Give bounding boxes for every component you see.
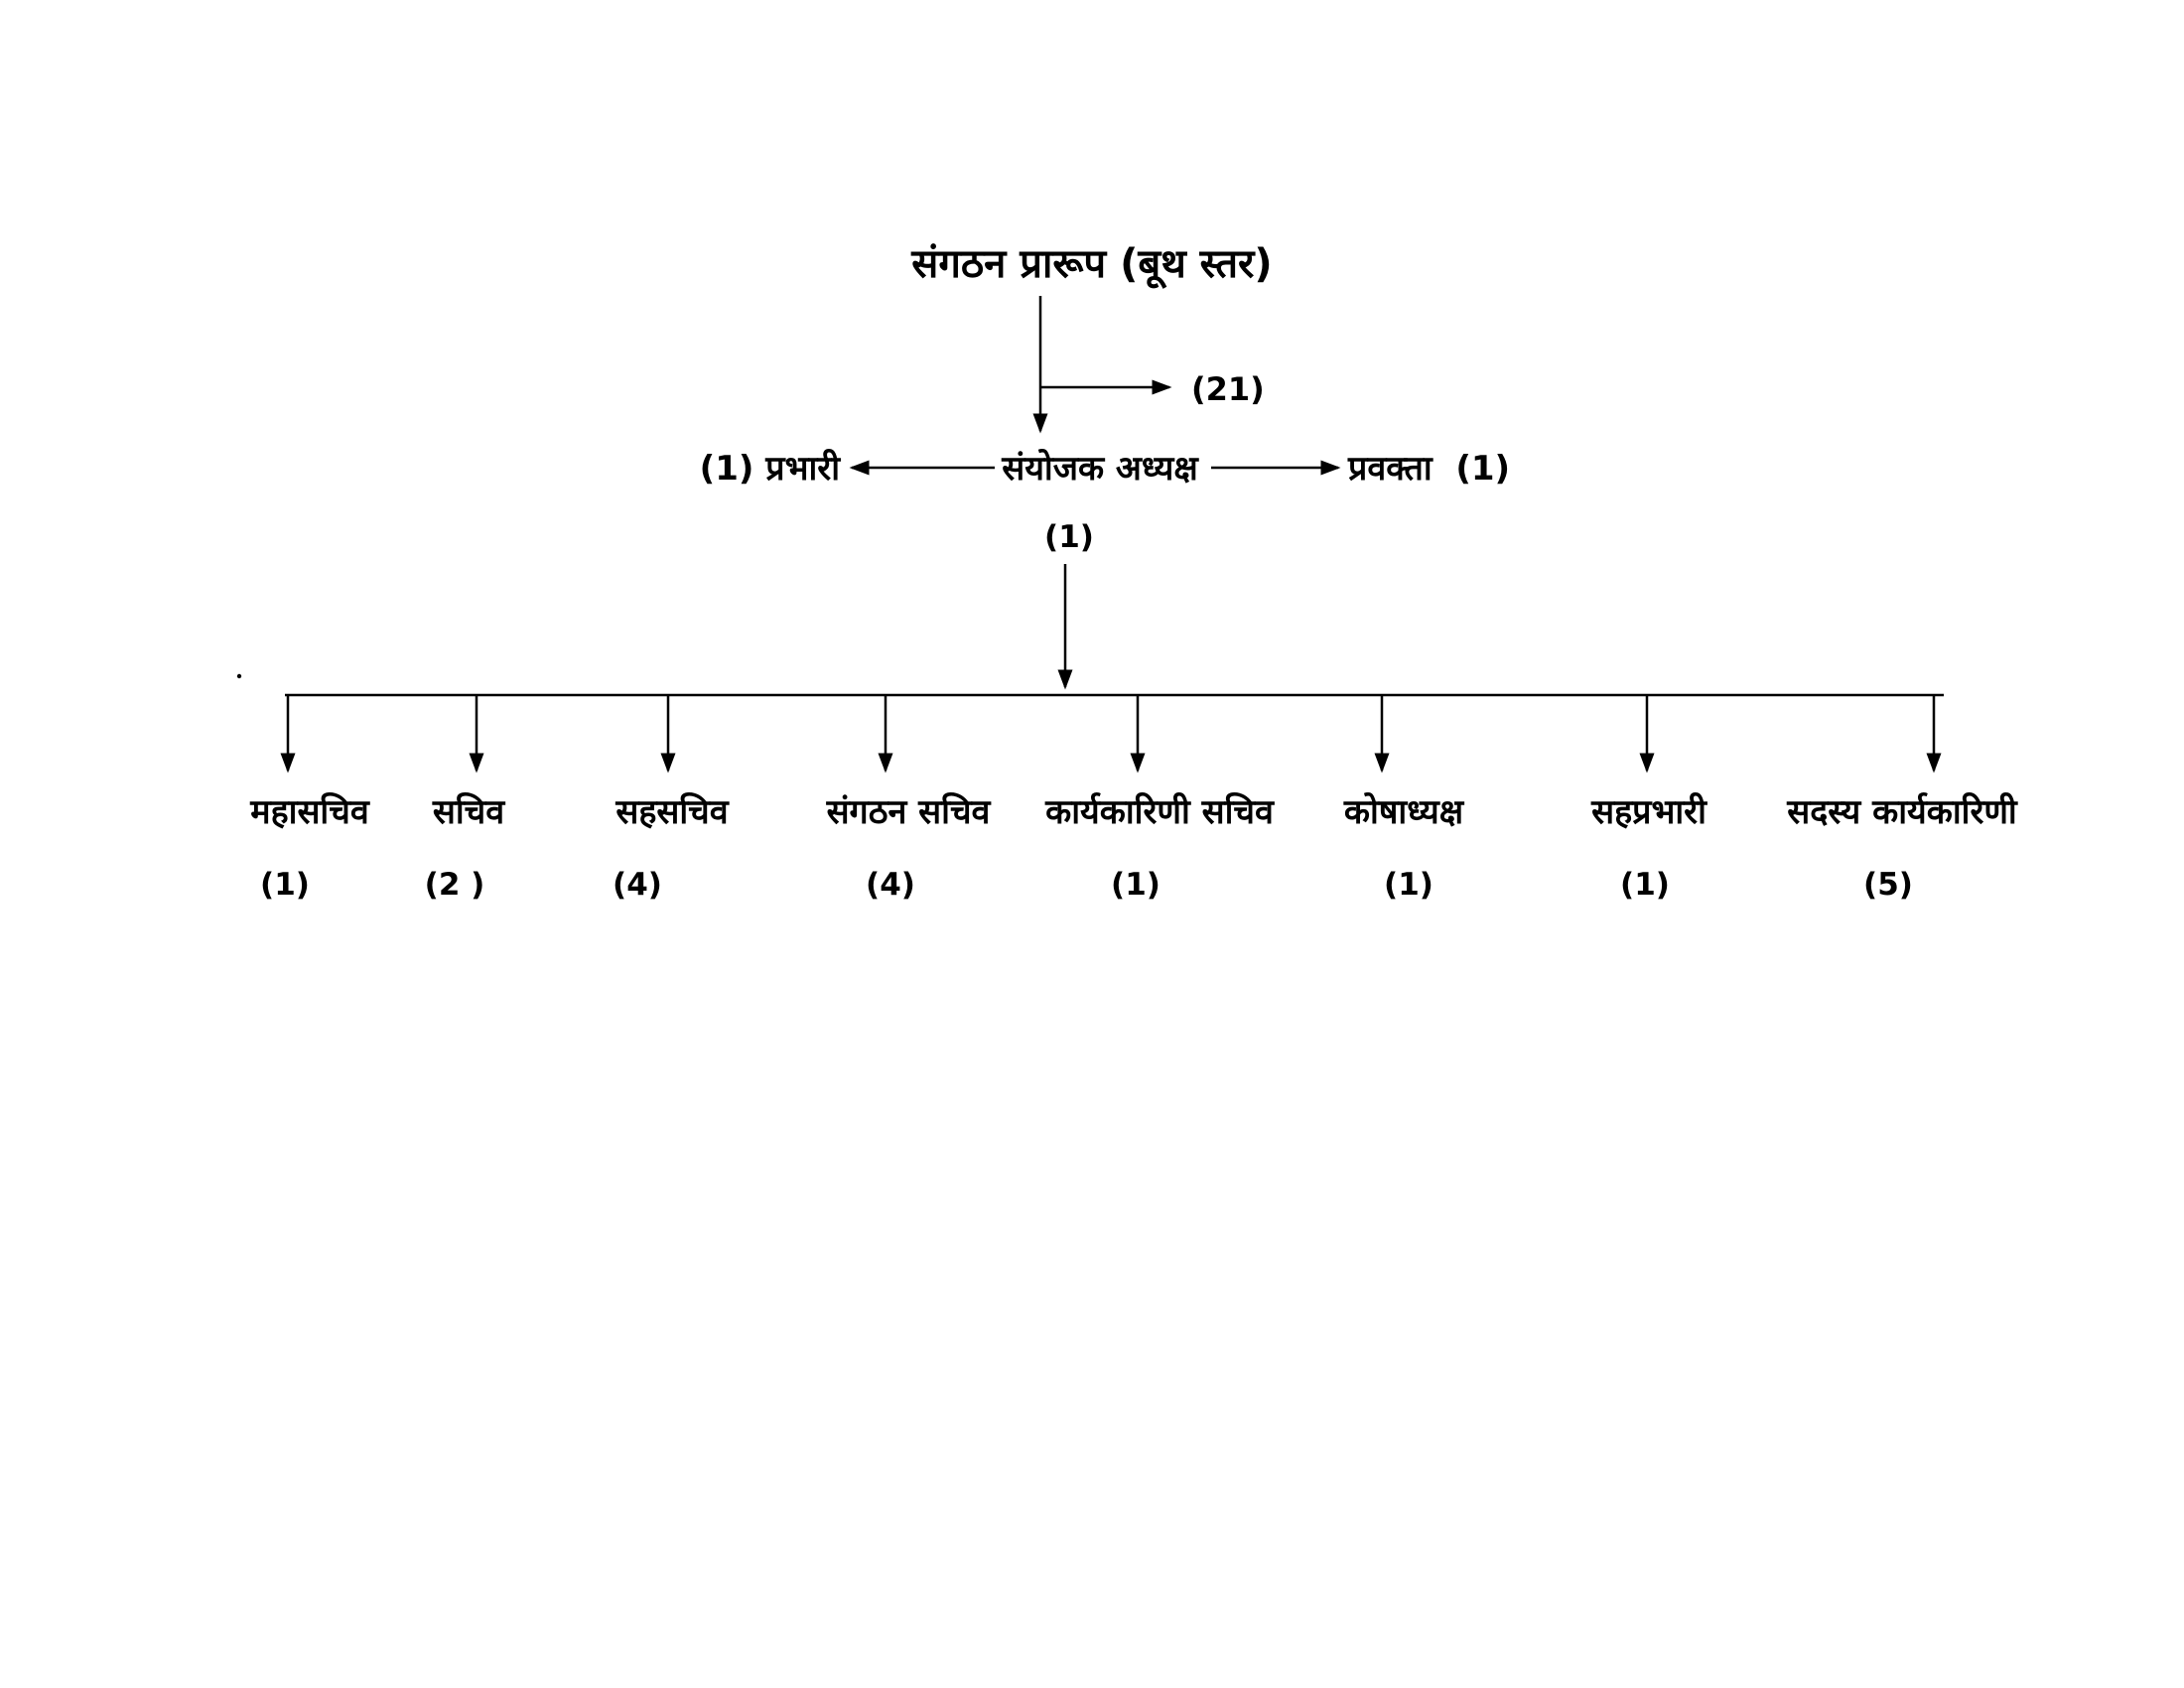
- branch-count-sachiv: (2 ): [424, 867, 485, 903]
- branch-count-sangathan-sachiv: (4): [866, 867, 915, 903]
- branch-count-karyakarini-sachiv: (1): [1111, 867, 1160, 903]
- stray-dot: [236, 673, 242, 679]
- spokesperson-label: प्रवक्ता (1): [1348, 449, 1511, 489]
- branch-label-sahprabhari: सहप्रभारी: [1591, 792, 1706, 832]
- branch-count-sadasya-karyakarini: (5): [1863, 867, 1913, 903]
- page-title: संगठन प्रारूप (बूथ स्तर): [911, 241, 1273, 287]
- count-21-label: (21): [1191, 370, 1265, 408]
- incharge-label: (1) प्रभारी: [699, 449, 840, 489]
- branch-label-koshadhyaksh: कोषाध्यक्ष: [1343, 792, 1464, 832]
- branch-label-sangathan-sachiv: संगठन सचिव: [826, 792, 991, 832]
- branch-label-sahsachiv: सहसचिव: [615, 792, 729, 832]
- branch-label-sachiv: सचिव: [432, 792, 505, 832]
- branch-count-mahasachiv: (1): [260, 867, 310, 903]
- branch-label-mahasachiv: महासचिव: [250, 792, 369, 832]
- branch-label-karyakarini-sachiv: कार्यकारिणी सचिव: [1045, 792, 1274, 832]
- convener-president-label: संयोजक अध्यक्ष: [1002, 449, 1198, 489]
- branch-count-koshadhyaksh: (1): [1384, 867, 1433, 903]
- branch-count-sahsachiv: (4): [613, 867, 662, 903]
- convener-count-label: (1): [1044, 519, 1094, 555]
- branch-count-sahprabhari: (1): [1620, 867, 1670, 903]
- branch-label-sadasya-karyakarini: सदस्य कार्यकारिणी: [1787, 792, 2017, 832]
